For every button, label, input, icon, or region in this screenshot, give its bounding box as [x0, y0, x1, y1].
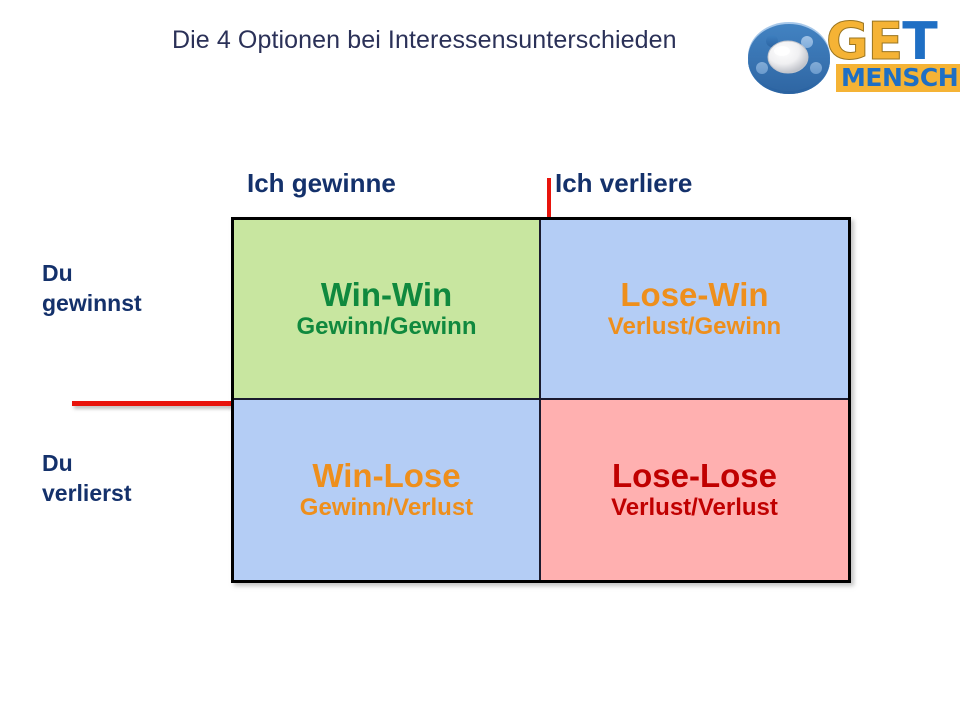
row-label-du-gewinnst-line1: Du [42, 260, 73, 286]
quadrant-win-win-subtitle: Gewinn/Gewinn [296, 313, 477, 341]
row-label-du-verlierst: Du verlierst [42, 448, 132, 509]
quadrant-lose-lose-title: Lose-Lose [611, 456, 778, 494]
puzzle-circle-sphere-icon [746, 16, 832, 96]
quadrant-lose-win[interactable]: Lose-Win Verlust/Gewinn [541, 220, 848, 400]
logo-mensch-band: MENSCH [836, 64, 960, 92]
quadrant-lose-win-subtitle: Verlust/Gewinn [607, 313, 782, 341]
quadrant-lose-win-title: Lose-Win [620, 275, 769, 313]
logo-mensch-text: MENSCH [841, 63, 959, 92]
logo-get-t: T [902, 12, 937, 72]
red-row-divider-line [72, 401, 234, 406]
column-header-ich-verliere: Ich verliere [555, 168, 693, 198]
row-label-du-gewinnst: Du gewinnst [42, 258, 142, 319]
quadrant-win-lose[interactable]: Win-Lose Gewinn/Verlust [234, 400, 541, 580]
logo-get-text: GET [825, 16, 937, 69]
page-title: Die 4 Optionen bei Interessensunterschie… [172, 26, 677, 54]
quadrant-lose-lose[interactable]: Lose-Lose Verlust/Verlust [541, 400, 848, 580]
row-label-du-verlierst-line1: Du [42, 450, 73, 476]
row-label-du-gewinnst-line2: gewinnst [42, 290, 142, 317]
four-quadrant-matrix: Win-Win Gewinn/Gewinn Lose-Win Verlust/G… [231, 217, 851, 583]
quadrant-win-win-title: Win-Win [320, 275, 453, 313]
row-label-du-verlierst-line2: verlierst [42, 480, 132, 507]
red-column-divider-line [547, 178, 551, 219]
quadrant-win-win[interactable]: Win-Win Gewinn/Gewinn [234, 220, 541, 400]
quadrant-lose-lose-subtitle: Verlust/Verlust [611, 494, 778, 522]
column-header-ich-gewinne: Ich gewinne [247, 168, 396, 198]
brand-logo: GET MENSCH [744, 10, 960, 102]
quadrant-win-lose-title: Win-Lose [312, 456, 461, 494]
logo-get-ge: GE [825, 12, 903, 72]
logo-wordmark: GET MENSCH [825, 14, 960, 98]
quadrant-win-lose-subtitle: Gewinn/Verlust [299, 494, 474, 522]
